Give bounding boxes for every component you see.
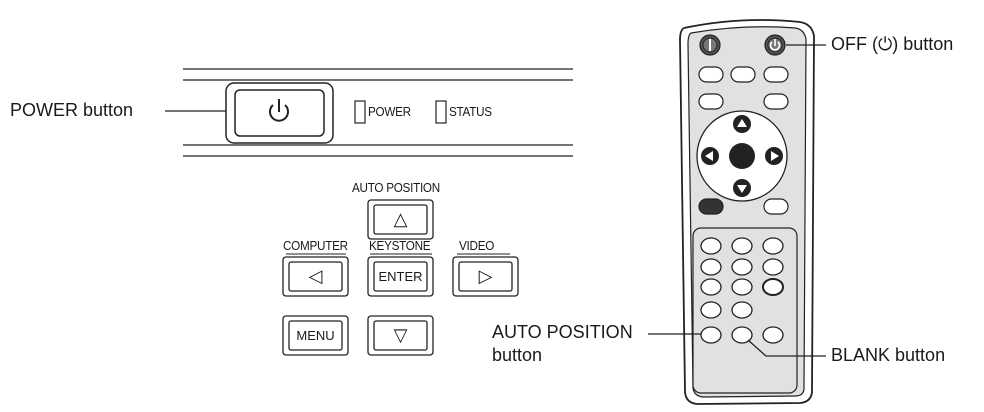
up-button[interactable]: △ [393,209,408,229]
auto-position-callout-line2: button [492,345,543,365]
keystone-label: KEYSTONE [369,238,431,253]
auto-position-callout-line1: AUTO POSITION [492,322,633,342]
panel-rails [183,68,573,157]
video-label: VIDEO [459,238,495,253]
right-button[interactable]: ▷ [478,266,493,286]
power-icon [269,99,289,122]
remote-dpad[interactable] [696,110,788,202]
enter-button[interactable]: ENTER [378,269,423,284]
callout-leaders [165,44,826,357]
panel-buttons [282,199,519,356]
power-button-callout: POWER button [10,100,134,120]
status-indicator-lamp [435,100,447,124]
down-button[interactable]: ▽ [393,325,408,345]
remote-pill-buttons [698,66,789,215]
remote-power-on-button[interactable] [699,34,721,56]
menu-button[interactable]: MENU [296,328,335,343]
blank-button-callout: BLANK button [831,345,946,365]
remote-auto-position-button [700,326,722,344]
left-button[interactable]: ◁ [308,266,323,286]
power-indicator-lamp [354,100,366,124]
panel-power-button[interactable] [225,82,334,144]
remote-off-button[interactable] [764,34,786,56]
auto-position-label: AUTO POSITION [352,180,440,195]
remote-blank-button [731,326,753,344]
computer-label: COMPUTER [283,238,348,253]
status-indicator-label: STATUS [449,104,492,119]
off-button-callout: OFF (⏻) button [831,34,954,54]
power-indicator-label: POWER [368,104,411,119]
remote-keypad [700,237,784,344]
